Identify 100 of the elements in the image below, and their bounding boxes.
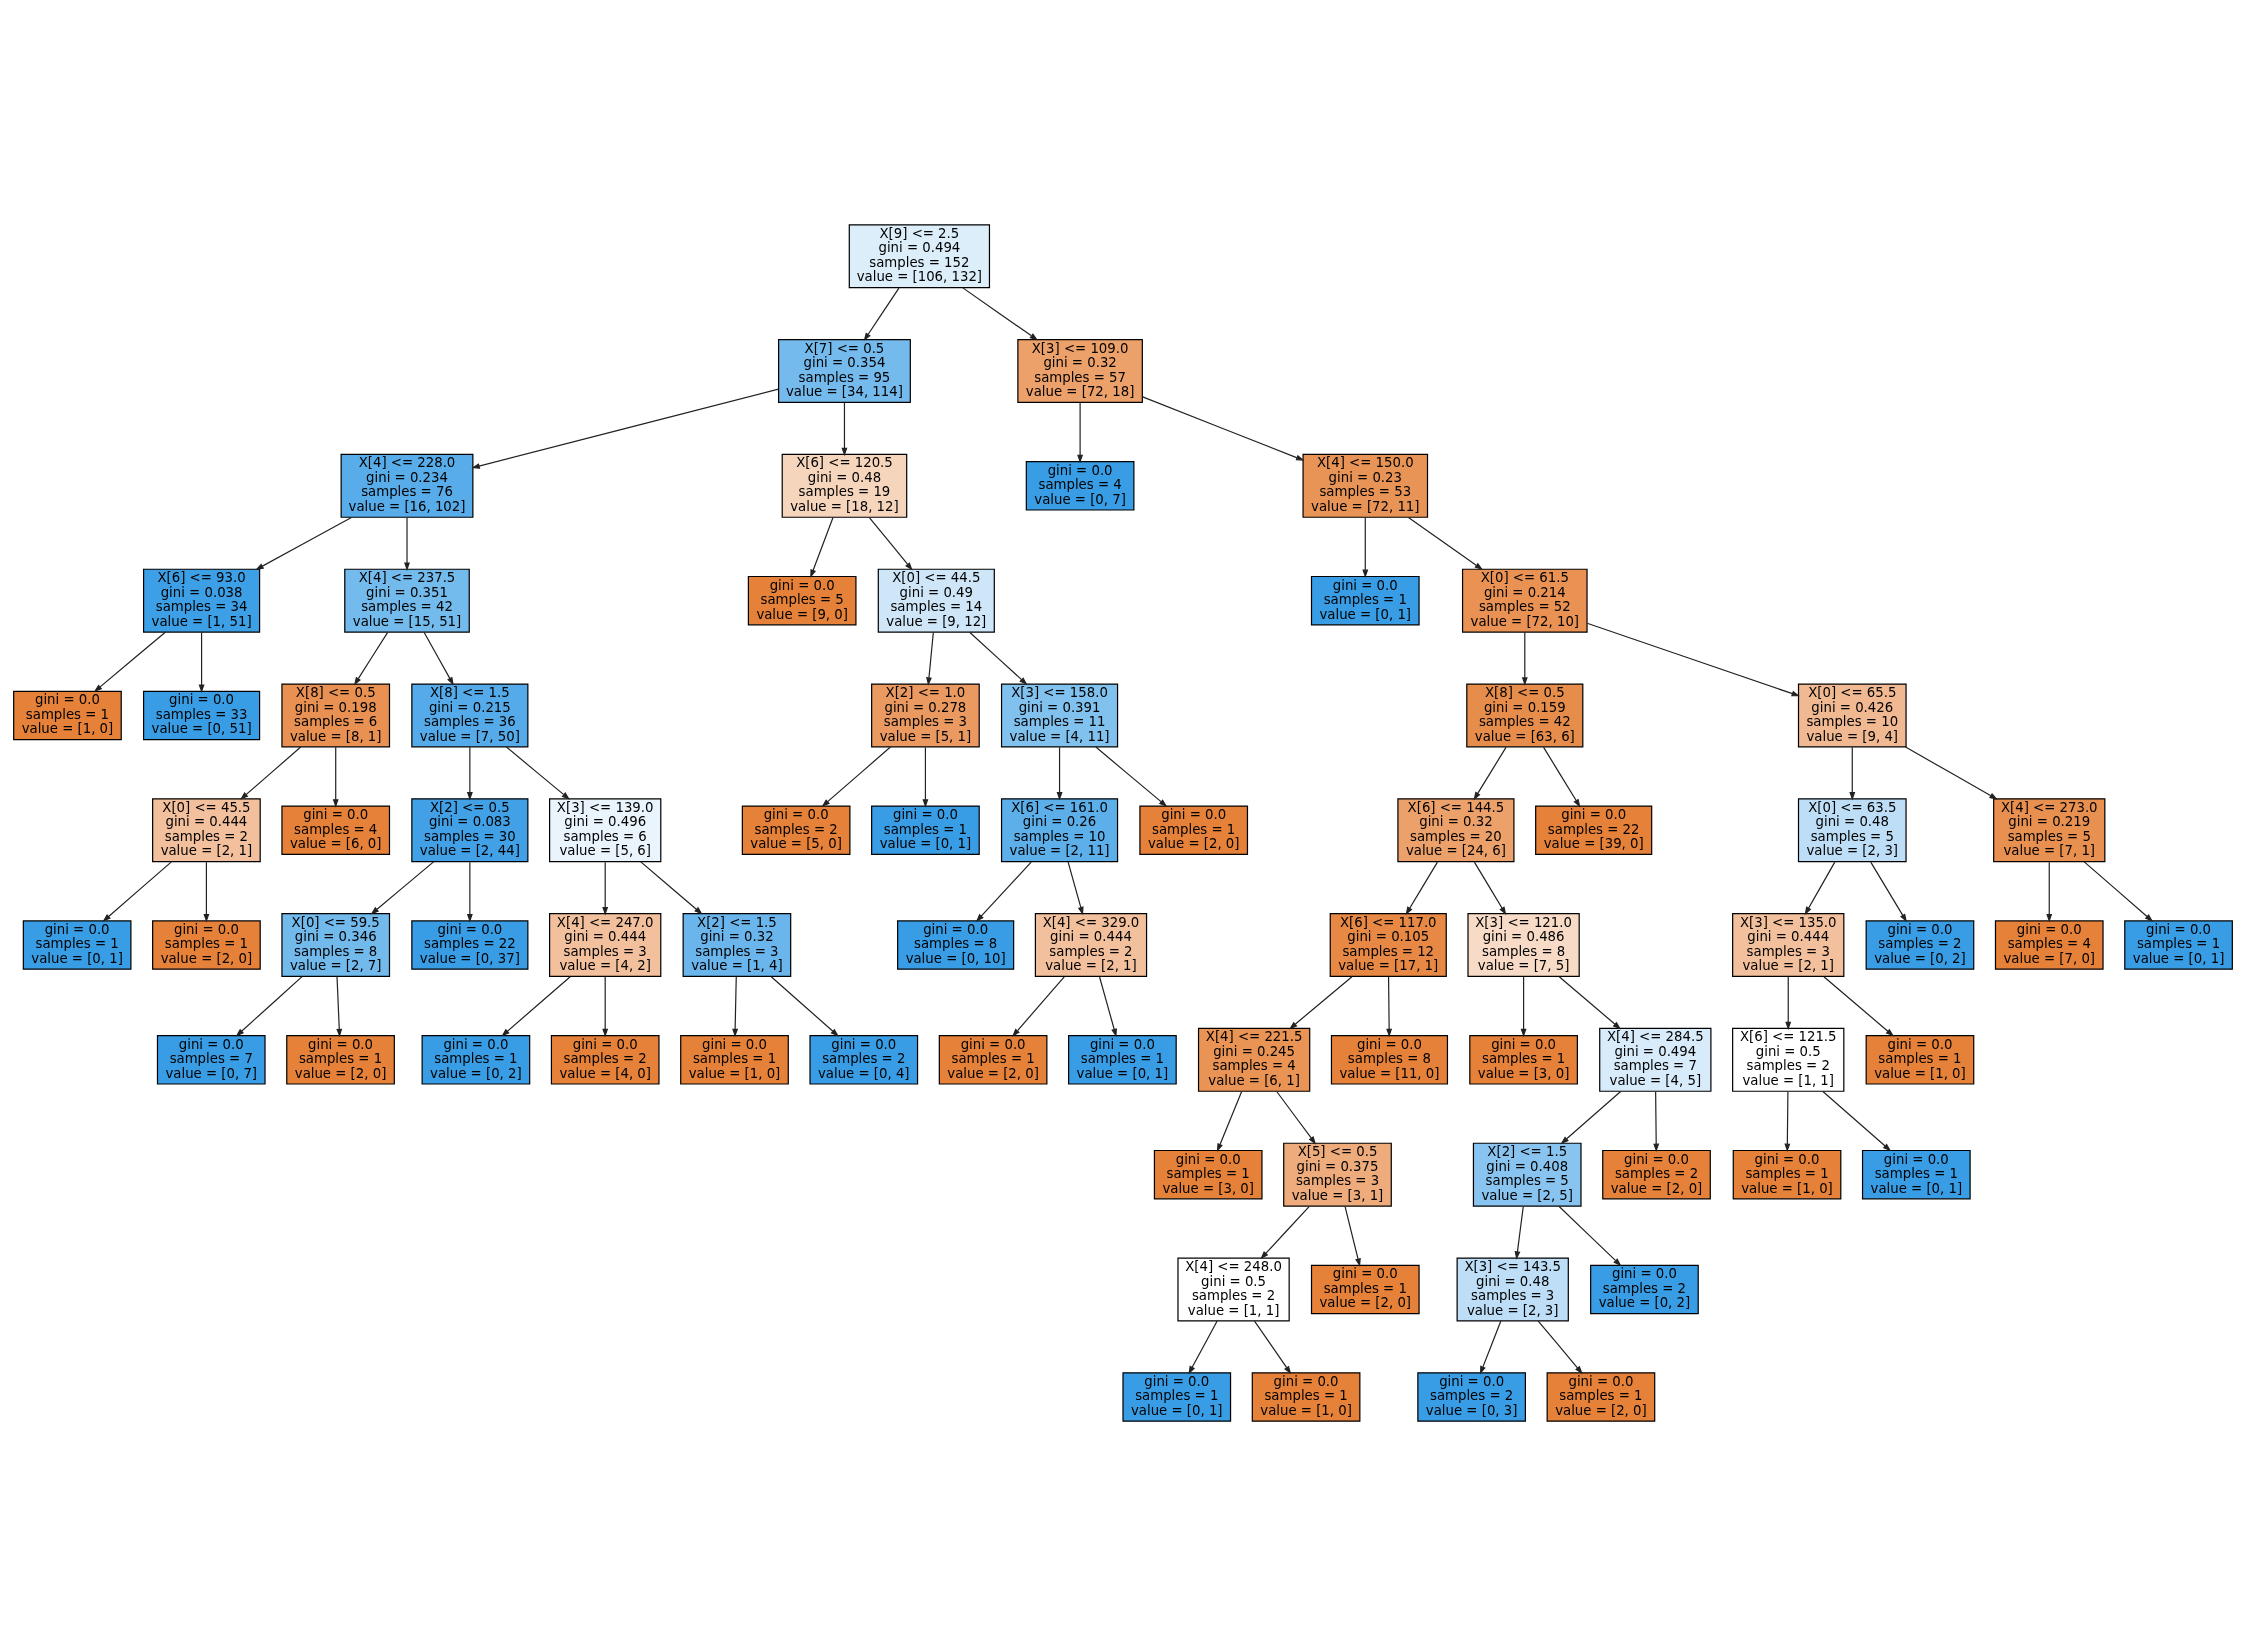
arrow [370, 860, 435, 915]
node-box: X[3] <= 158.0 gini = 0.391 samples = 11 value = [4, 11] [1000, 682, 1119, 747]
arrow [353, 631, 389, 685]
arrow [1521, 631, 1528, 686]
node-box: gini = 0.0 samples = 22 value = [39, 0] [1535, 804, 1653, 855]
arrow [1407, 516, 1484, 570]
node-box: X[8] <= 0.5 gini = 0.159 samples = 42 value = [63, 6] [1466, 682, 1584, 747]
arrow [821, 745, 892, 807]
arrow [1558, 1205, 1622, 1266]
node-box: gini = 0.0 samples = 1 value = [0, 1] [871, 804, 980, 855]
arrow [505, 745, 570, 800]
node-box: X[9] <= 2.5 gini = 0.494 samples = 152 value = [106, 132] [848, 223, 991, 288]
node-box: gini = 0.0 samples = 4 value = [7, 0] [1994, 919, 2104, 970]
node-box: X[2] <= 0.5 gini = 0.083 samples = 30 value = [2, 44] [411, 797, 529, 862]
arrow [1344, 1205, 1361, 1267]
arrow [1849, 746, 1856, 801]
node-box: X[0] <= 65.5 gini = 0.426 samples = 10 value = [9, 4] [1797, 682, 1907, 747]
arrow [962, 286, 1039, 340]
arrow [1823, 975, 1895, 1036]
node-box: gini = 0.0 samples = 2 value = [4, 0] [550, 1034, 660, 1085]
node-box: gini = 0.0 samples = 1 value = [1, 0] [1865, 1034, 1975, 1085]
node-box: X[3] <= 143.5 gini = 0.48 samples = 3 value = [2, 3] [1456, 1256, 1569, 1321]
arrow [969, 631, 1028, 685]
arrow [198, 631, 205, 693]
arrow [235, 975, 303, 1037]
node-box: X[3] <= 109.0 gini = 0.32 samples = 57 value = [72, 18] [1017, 338, 1143, 403]
node-box: gini = 0.0 samples = 1 value = [0, 1] [22, 919, 132, 970]
arrow [1095, 745, 1168, 807]
node-box: X[8] <= 1.5 gini = 0.215 samples = 36 value = [7, 50] [411, 682, 529, 747]
node-box: X[4] <= 248.0 gini = 0.5 samples = 2 value = [1, 1] [1177, 1256, 1290, 1321]
node-box: gini = 0.0 samples = 1 value = [0, 2] [421, 1034, 531, 1085]
node-box: gini = 0.0 samples = 1 value = [2, 0] [1546, 1371, 1656, 1422]
node-box: gini = 0.0 samples = 33 value = [0, 51] [142, 690, 261, 740]
arrow [466, 861, 473, 922]
arrow [1142, 395, 1305, 461]
node-box: X[6] <= 121.5 gini = 0.5 samples = 2 value = [1, 1] [1732, 1027, 1845, 1092]
node-box: X[6] <= 117.0 gini = 0.105 samples = 12 value = [17, 1] [1329, 912, 1447, 977]
arrow [240, 745, 302, 800]
node-box: X[4] <= 150.0 gini = 0.23 samples = 53 value = [72, 11] [1302, 453, 1429, 518]
node-box: X[3] <= 139.0 gini = 0.496 samples = 6 value = [5, 6] [549, 797, 662, 862]
arrow [1077, 401, 1084, 463]
arrow [1386, 975, 1393, 1037]
node-box: X[2] <= 1.0 gini = 0.278 samples = 3 value = [5, 1] [871, 682, 980, 747]
node-box: gini = 0.0 samples = 2 value = [0, 2] [1590, 1264, 1699, 1314]
arrow [2083, 860, 2154, 922]
arrow [732, 975, 739, 1037]
node-box: X[5] <= 0.5 gini = 0.375 samples = 3 value = [3, 1] [1283, 1142, 1392, 1207]
arrow [975, 861, 1032, 922]
arrow [1785, 975, 1792, 1030]
arrow [1276, 1090, 1317, 1145]
arrow [466, 746, 473, 801]
arrow [868, 516, 913, 571]
node-box: X[3] <= 121.0 gini = 0.486 samples = 8 value = [7, 5] [1467, 912, 1580, 977]
node-box: gini = 0.0 samples = 22 value = [0, 37] [411, 919, 529, 970]
node-box: X[4] <= 247.0 gini = 0.444 samples = 3 value = [4, 2] [549, 912, 662, 977]
arrow [1653, 1090, 1660, 1152]
node-box: gini = 0.0 samples = 2 value = [5, 0] [741, 804, 851, 855]
arrow [1473, 746, 1507, 800]
node-box: X[4] <= 221.5 gini = 0.245 samples = 4 value = [6, 1] [1197, 1027, 1311, 1092]
arrow [1822, 1090, 1892, 1151]
node-box: X[0] <= 59.5 gini = 0.346 samples = 8 value = [2, 7] [281, 912, 391, 977]
arrow [1560, 1090, 1622, 1144]
node-box: X[3] <= 135.0 gini = 0.444 samples = 3 value = [2, 1] [1732, 912, 1845, 977]
arrow [1558, 975, 1622, 1029]
node-box: X[0] <= 44.5 gini = 0.49 samples = 14 value = [9, 12] [877, 568, 995, 633]
node-box: X[4] <= 273.0 gini = 0.219 samples = 5 value = [7, 1] [1993, 797, 2106, 862]
arrow [810, 516, 834, 578]
arrow [1260, 1205, 1310, 1259]
node-box: gini = 0.0 samples = 2 value = [0, 2] [1865, 919, 1975, 970]
node-box: X[6] <= 120.5 gini = 0.48 samples = 19 value = [18, 12] [781, 453, 908, 518]
arrow [926, 631, 934, 686]
node-box: gini = 0.0 samples = 2 value = [0, 4] [809, 1034, 919, 1085]
arrow [602, 975, 609, 1037]
node-box: gini = 0.0 samples = 1 value = [2, 0] [938, 1034, 1048, 1085]
node-box: gini = 0.0 samples = 1 value = [0, 1] [1122, 1371, 1232, 1422]
node-box: gini = 0.0 samples = 2 value = [2, 0] [1602, 1149, 1711, 1199]
arrow [1904, 745, 1998, 800]
arrow [1289, 975, 1353, 1029]
node-box: gini = 0.0 samples = 4 value = [6, 0] [281, 804, 391, 855]
node-box: X[6] <= 144.5 gini = 0.32 samples = 20 value = [24, 6] [1397, 797, 1515, 862]
arrow [1098, 975, 1117, 1037]
arrow [1537, 1319, 1583, 1374]
arrow [1012, 975, 1065, 1037]
node-box: gini = 0.0 samples = 1 value = [0, 1] [1068, 1034, 1177, 1085]
arrow [640, 860, 703, 915]
arrow [1804, 861, 1836, 915]
node-box: X[4] <= 228.0 gini = 0.234 samples = 76 value = [16, 102] [340, 453, 474, 518]
node-box: gini = 0.0 samples = 1 value = [2, 0] [152, 919, 261, 970]
arrow [1514, 1205, 1524, 1260]
arrow [1784, 1090, 1791, 1152]
arrow [1216, 1090, 1243, 1152]
arrow [93, 631, 166, 692]
node-box: gini = 0.0 samples = 5 value = [9, 0] [747, 575, 857, 625]
arrow [1067, 861, 1084, 915]
node-box: X[2] <= 1.5 gini = 0.408 samples = 5 value = [2, 5] [1472, 1142, 1582, 1207]
arrow [922, 746, 929, 808]
node-box: gini = 0.0 samples = 1 value = [3, 0] [1153, 1149, 1263, 1199]
arrow [203, 861, 210, 922]
node-box: gini = 0.0 samples = 1 value = [2, 0] [1310, 1264, 1420, 1314]
arrow [1479, 1319, 1502, 1374]
